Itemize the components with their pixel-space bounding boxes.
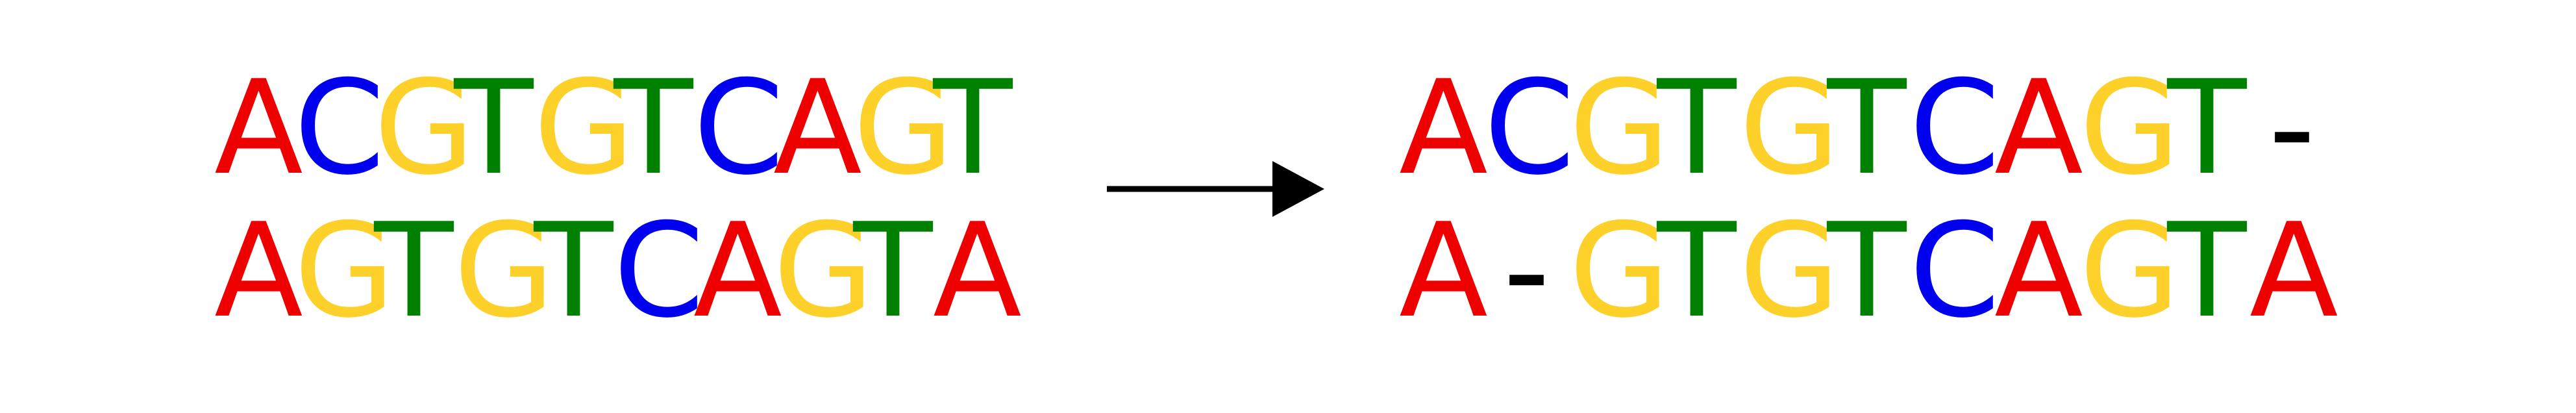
input-sequence-2: AGTGTCAGTA (214, 195, 1022, 349)
nucleotide-A: A (214, 195, 303, 347)
nucleotide-G: G (773, 195, 874, 347)
nucleotide-G: G (2079, 195, 2180, 347)
nucleotide-C: C (613, 195, 704, 347)
right-arrow-icon (1107, 161, 1324, 217)
nucleotide-G: G (1569, 53, 1670, 204)
nucleotide-G: G (534, 53, 634, 204)
nucleotide-C: C (693, 53, 784, 204)
nucleotide-T: T (454, 53, 534, 204)
aligned-sequence-1: ACGTGTCAGT- (1399, 64, 2334, 206)
nucleotide-T: T (1827, 53, 1907, 204)
gap-symbol: - (1503, 195, 1550, 347)
nucleotide-T: T (1657, 195, 1737, 347)
nucleotide-C: C (1484, 53, 1575, 204)
nucleotide-T: T (933, 53, 1013, 204)
nucleotide-C: C (1909, 195, 2000, 347)
input-sequence-1: ACGTGTCAGT (214, 64, 1013, 206)
nucleotide-G: G (1739, 195, 1840, 347)
nucleotide-A: A (1399, 195, 1488, 347)
nucleotide-G: G (1739, 53, 1840, 204)
nucleotide-G: G (853, 53, 954, 204)
aligned-sequence-2: A-GTGTCAGTA (1399, 195, 2338, 349)
nucleotide-A: A (1994, 195, 2083, 347)
nucleotide-A: A (1994, 53, 2083, 204)
nucleotide-C: C (1909, 53, 2000, 204)
nucleotide-T: T (534, 195, 613, 347)
nucleotide-T: T (613, 53, 693, 204)
nucleotide-A: A (933, 195, 1022, 347)
nucleotide-C: C (294, 53, 385, 204)
nucleotide-T: T (2167, 53, 2247, 204)
nucleotide-T: T (1657, 53, 1737, 204)
nucleotide-A: A (1399, 53, 1488, 204)
nucleotide-A: A (693, 195, 782, 347)
nucleotide-A: A (2249, 195, 2338, 347)
nucleotide-T: T (1827, 195, 1907, 347)
nucleotide-T: T (853, 195, 933, 347)
nucleotide-A: A (773, 53, 862, 204)
nucleotide-T: T (2167, 195, 2247, 347)
arrow-head (1272, 161, 1324, 217)
nucleotide-G: G (2079, 53, 2180, 204)
nucleotide-A: A (214, 53, 303, 204)
nucleotide-G: G (1569, 195, 1670, 347)
nucleotide-G: G (294, 195, 395, 347)
nucleotide-G: G (454, 195, 554, 347)
nucleotide-G: G (374, 53, 475, 204)
gap-symbol: - (2268, 53, 2316, 204)
nucleotide-T: T (374, 195, 454, 347)
